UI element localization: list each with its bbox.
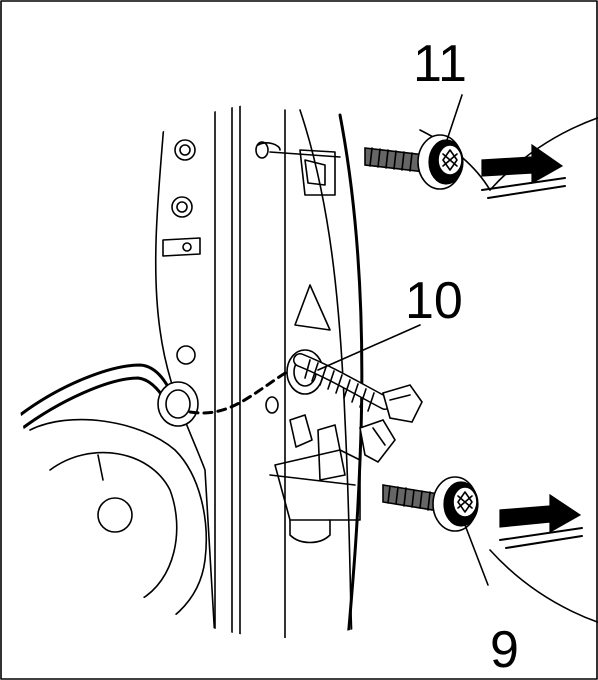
pillar-line-5 [299,109,353,638]
plug-connector-1 [382,384,423,423]
pillar-recess [294,284,331,331]
hidden-cable [188,368,292,415]
callout-10: 10 [405,272,463,330]
callout-11: 11 [413,35,467,93]
hole-3 [176,345,196,365]
speaker-outline [29,418,208,638]
leader-11 [446,94,463,141]
callout-9: 9 [490,621,519,679]
speaker-inner [49,451,178,609]
hole-1 [174,139,196,161]
hinge-hole-lower [265,396,279,414]
hinge-lower [274,449,361,521]
arrow-upper [481,143,566,199]
hinge-hole-upper [255,141,269,159]
door-edge-line [154,109,216,638]
grommet-door [157,381,199,427]
detail-view [18,102,423,638]
corrugated-tube [293,353,392,412]
slot [162,237,201,257]
bolt-9 [382,476,479,532]
speaker-center [97,497,133,533]
leader-10 [317,324,421,371]
detail-circle [489,116,598,624]
bolt-11 [364,134,464,190]
plug-connector-2 [359,419,396,464]
arrow-lower [499,493,583,549]
hole-2 [171,196,193,218]
harness-cable [18,363,180,417]
hinge-upper [299,149,336,196]
leader-9 [464,524,489,586]
